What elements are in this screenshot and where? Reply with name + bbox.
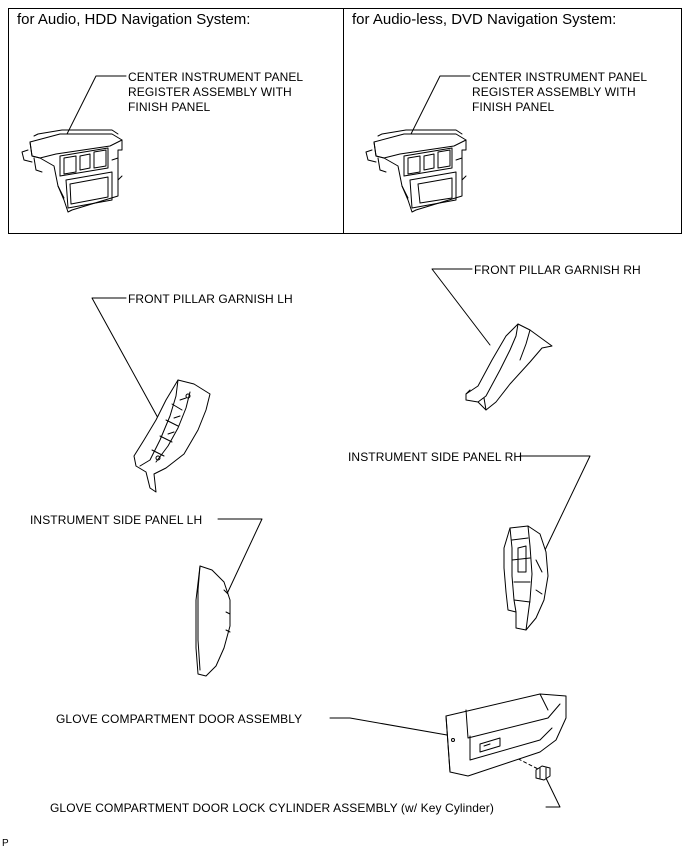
front-pillar-garnish-lh-drawing <box>133 379 211 493</box>
instrument-side-panel-rh-drawing <box>503 525 549 631</box>
panel-title-dvd: for Audio-less, DVD Navigation System: <box>352 11 617 28</box>
leader-front-pillar-rh <box>431 268 491 346</box>
leader-center-panel-hdd <box>65 75 127 137</box>
front-pillar-garnish-rh-drawing <box>465 323 553 411</box>
panel-box-dvd: for Audio-less, DVD Navigation System: <box>343 8 682 234</box>
label-line: CENTER INSTRUMENT PANEL <box>472 70 648 84</box>
label-instrument-side-panel-lh: INSTRUMENT SIDE PANEL LH <box>30 513 203 527</box>
label-front-pillar-garnish-rh: FRONT PILLAR GARNISH RH <box>474 263 641 277</box>
label-line: REGISTER ASSEMBLY WITH <box>128 85 292 99</box>
label-front-pillar-garnish-lh: FRONT PILLAR GARNISH LH <box>128 292 293 306</box>
glove-compartment-door-drawing <box>445 693 567 777</box>
instrument-side-panel-lh-drawing <box>195 565 231 677</box>
leader-side-panel-lh <box>217 518 263 597</box>
panel-title-hdd: for Audio, HDD Navigation System: <box>17 11 251 28</box>
leader-center-panel-dvd <box>409 75 471 137</box>
label-line: CENTER INSTRUMENT PANEL <box>128 70 304 84</box>
leader-front-pillar-lh <box>91 297 159 419</box>
center-panel-hdd-drawing <box>21 129 123 213</box>
leader-glove-door <box>329 717 448 736</box>
leader-lock-cylinder <box>543 773 561 808</box>
label-glove-compartment-door: GLOVE COMPARTMENT DOOR ASSEMBLY <box>56 712 303 726</box>
label-line: FINISH PANEL <box>128 100 211 114</box>
label-center-panel-dvd: CENTER INSTRUMENT PANEL REGISTER ASSEMBL… <box>472 70 647 115</box>
leader-lines <box>65 75 591 808</box>
glove-lock-cylinder-drawing <box>535 765 551 781</box>
label-glove-lock-cylinder: GLOVE COMPARTMENT DOOR LOCK CYLINDER ASS… <box>50 801 494 815</box>
label-line: FINISH PANEL <box>472 100 555 114</box>
figure-code: P <box>2 838 9 849</box>
leader-side-panel-rh <box>519 455 591 551</box>
label-line: REGISTER ASSEMBLY WITH <box>472 85 636 99</box>
label-center-panel-hdd: CENTER INSTRUMENT PANEL REGISTER ASSEMBL… <box>128 70 303 115</box>
center-panel-dvd-drawing <box>365 129 467 213</box>
label-instrument-side-panel-rh: INSTRUMENT SIDE PANEL RH <box>348 450 523 464</box>
